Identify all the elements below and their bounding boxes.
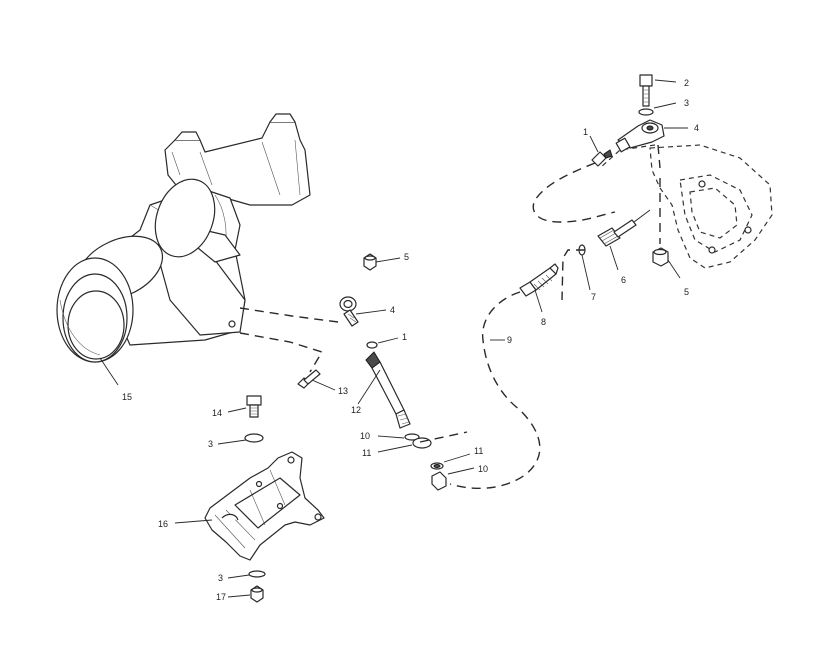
nut-part-5-right	[652, 247, 669, 267]
callout-9: 9	[507, 335, 512, 345]
washer-part-3-top	[638, 108, 654, 116]
callout-8: 8	[541, 317, 546, 327]
callout-17: 17	[216, 592, 226, 602]
leader-lines	[99, 79, 688, 598]
callout-12: 12	[351, 405, 361, 415]
callout-2: 2	[684, 78, 689, 88]
nut-part-5-mid	[363, 253, 377, 271]
callout-10-right: 10	[478, 464, 488, 474]
callout-1-top: 1	[583, 127, 588, 137]
callout-6: 6	[621, 275, 626, 285]
callout-5-mid: 5	[404, 252, 409, 262]
threaded-end-part-8	[519, 263, 559, 297]
steering-shaft-part-12	[365, 351, 420, 441]
callout-labels: 2 3 4 1 5 6 7 8 9 5 4 1 13 12 15 14 3 10…	[122, 78, 699, 602]
callout-5-right: 5	[684, 287, 689, 297]
washer-part-1-mid	[366, 341, 378, 349]
callout-3-top: 3	[684, 98, 689, 108]
callout-15: 15	[122, 392, 132, 402]
assembly-lines	[239, 144, 661, 490]
callout-13: 13	[338, 386, 348, 396]
callout-3-left: 3	[208, 439, 213, 449]
bolt-part-2	[639, 74, 653, 107]
callout-4-top: 4	[694, 123, 699, 133]
bolt-part-14	[246, 395, 262, 418]
nut-part-10-right	[431, 471, 447, 491]
washer-part-3-left	[244, 433, 264, 443]
callout-3-bottom: 3	[218, 573, 223, 583]
axle-housing-part-15	[56, 113, 311, 363]
tie-rod-end-part-4-mid	[339, 296, 359, 327]
bolt-part-13	[297, 369, 321, 389]
nut-part-17	[250, 585, 264, 603]
nut-part-11-right	[430, 462, 444, 470]
callout-16: 16	[158, 519, 168, 529]
washer-part-11-left	[412, 437, 432, 449]
callout-1-mid: 1	[402, 332, 407, 342]
ball-stud-part-1-top	[591, 149, 613, 167]
callout-14: 14	[212, 408, 222, 418]
washer-part-3-bottom	[248, 570, 266, 578]
callout-7: 7	[591, 292, 596, 302]
tie-rod-end-top	[615, 119, 665, 153]
knuckle-phantom	[599, 144, 773, 269]
callout-11-left: 11	[362, 448, 371, 458]
boot-part-6	[597, 209, 651, 247]
callout-11-right: 11	[474, 446, 483, 456]
callout-10-left: 10	[360, 431, 370, 441]
mounting-bracket-part-16	[204, 451, 325, 561]
callout-4-mid: 4	[390, 305, 395, 315]
